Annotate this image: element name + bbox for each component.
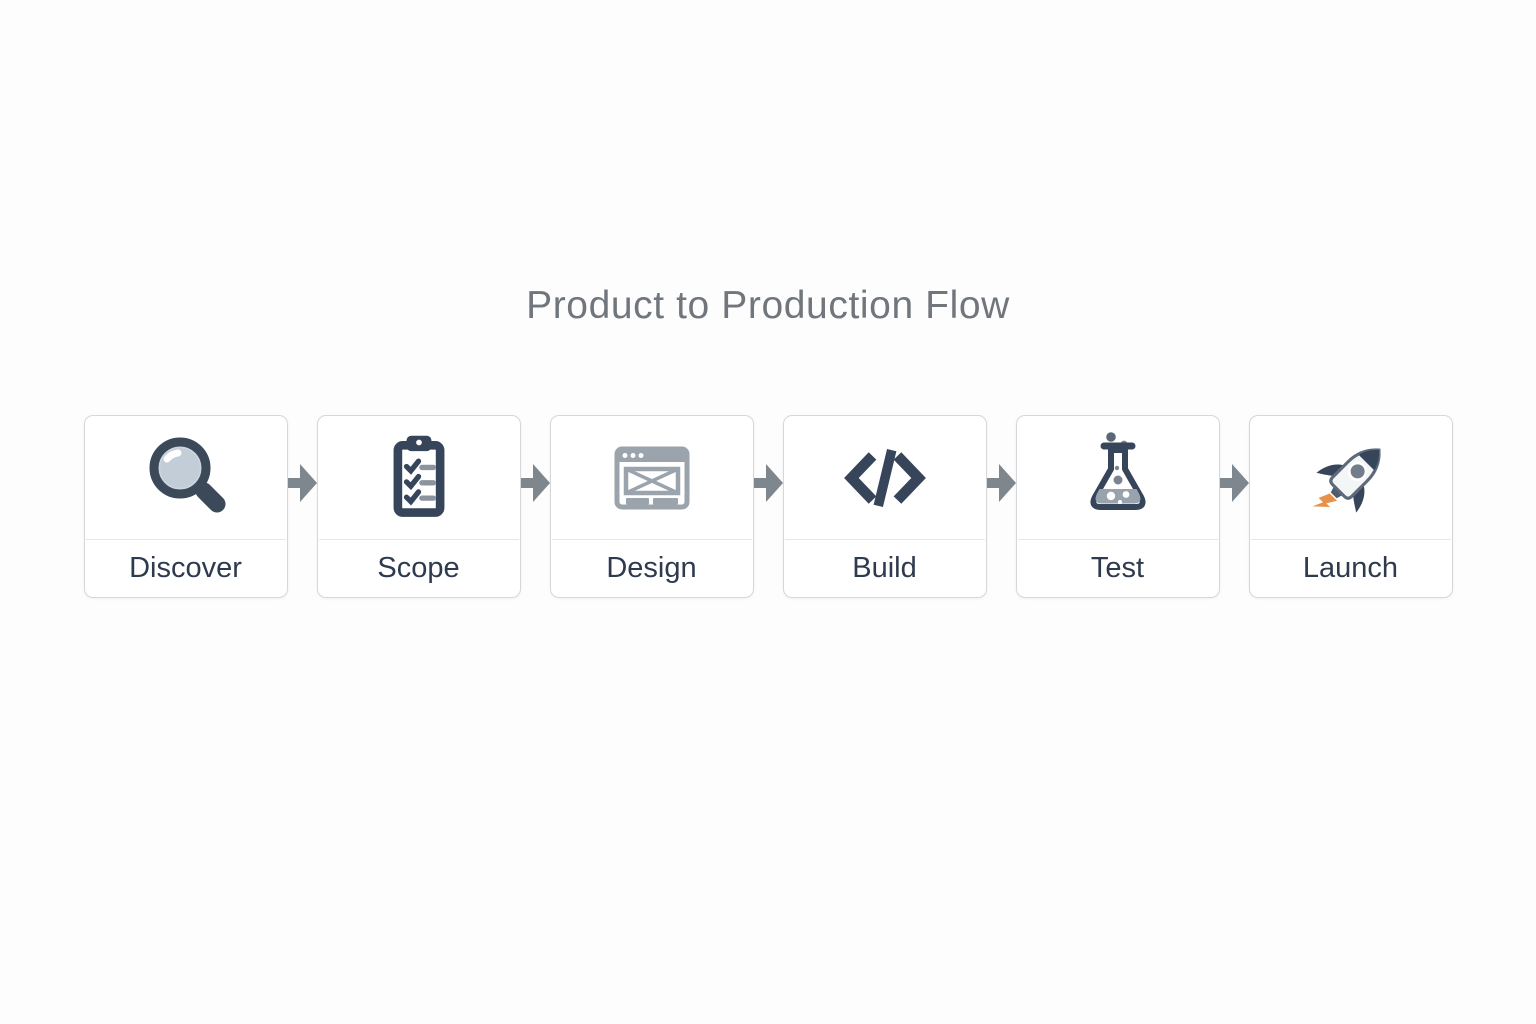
step-build: Build [782,415,987,598]
rocket-icon [1250,416,1452,539]
step-label: Scope [318,539,519,597]
step-label: Test [1017,539,1218,597]
code-brackets-icon [784,416,986,539]
step-launch: Launch [1248,415,1453,598]
page-title: Product to Production Flow [526,284,1010,327]
step-discover: Discover [83,415,288,598]
browser-wireframe-icon [551,416,753,539]
process-flow: Discover Scope [0,415,1536,598]
step-scope: Scope [316,415,521,598]
step-label: Launch [1250,539,1451,597]
flow-arrow-icon [986,464,1016,502]
step-label: Discover [85,539,286,597]
clipboard-checklist-icon [318,416,520,539]
flow-arrow-icon [753,464,783,502]
flow-arrow-icon [1219,464,1249,502]
flow-arrow-icon [520,464,550,502]
step-label: Design [551,539,752,597]
step-label: Build [784,539,985,597]
step-test: Test [1015,415,1220,598]
step-design: Design [549,415,754,598]
flow-arrow-icon [287,464,317,502]
flask-icon [1017,416,1219,539]
magnifier-icon [85,416,287,539]
